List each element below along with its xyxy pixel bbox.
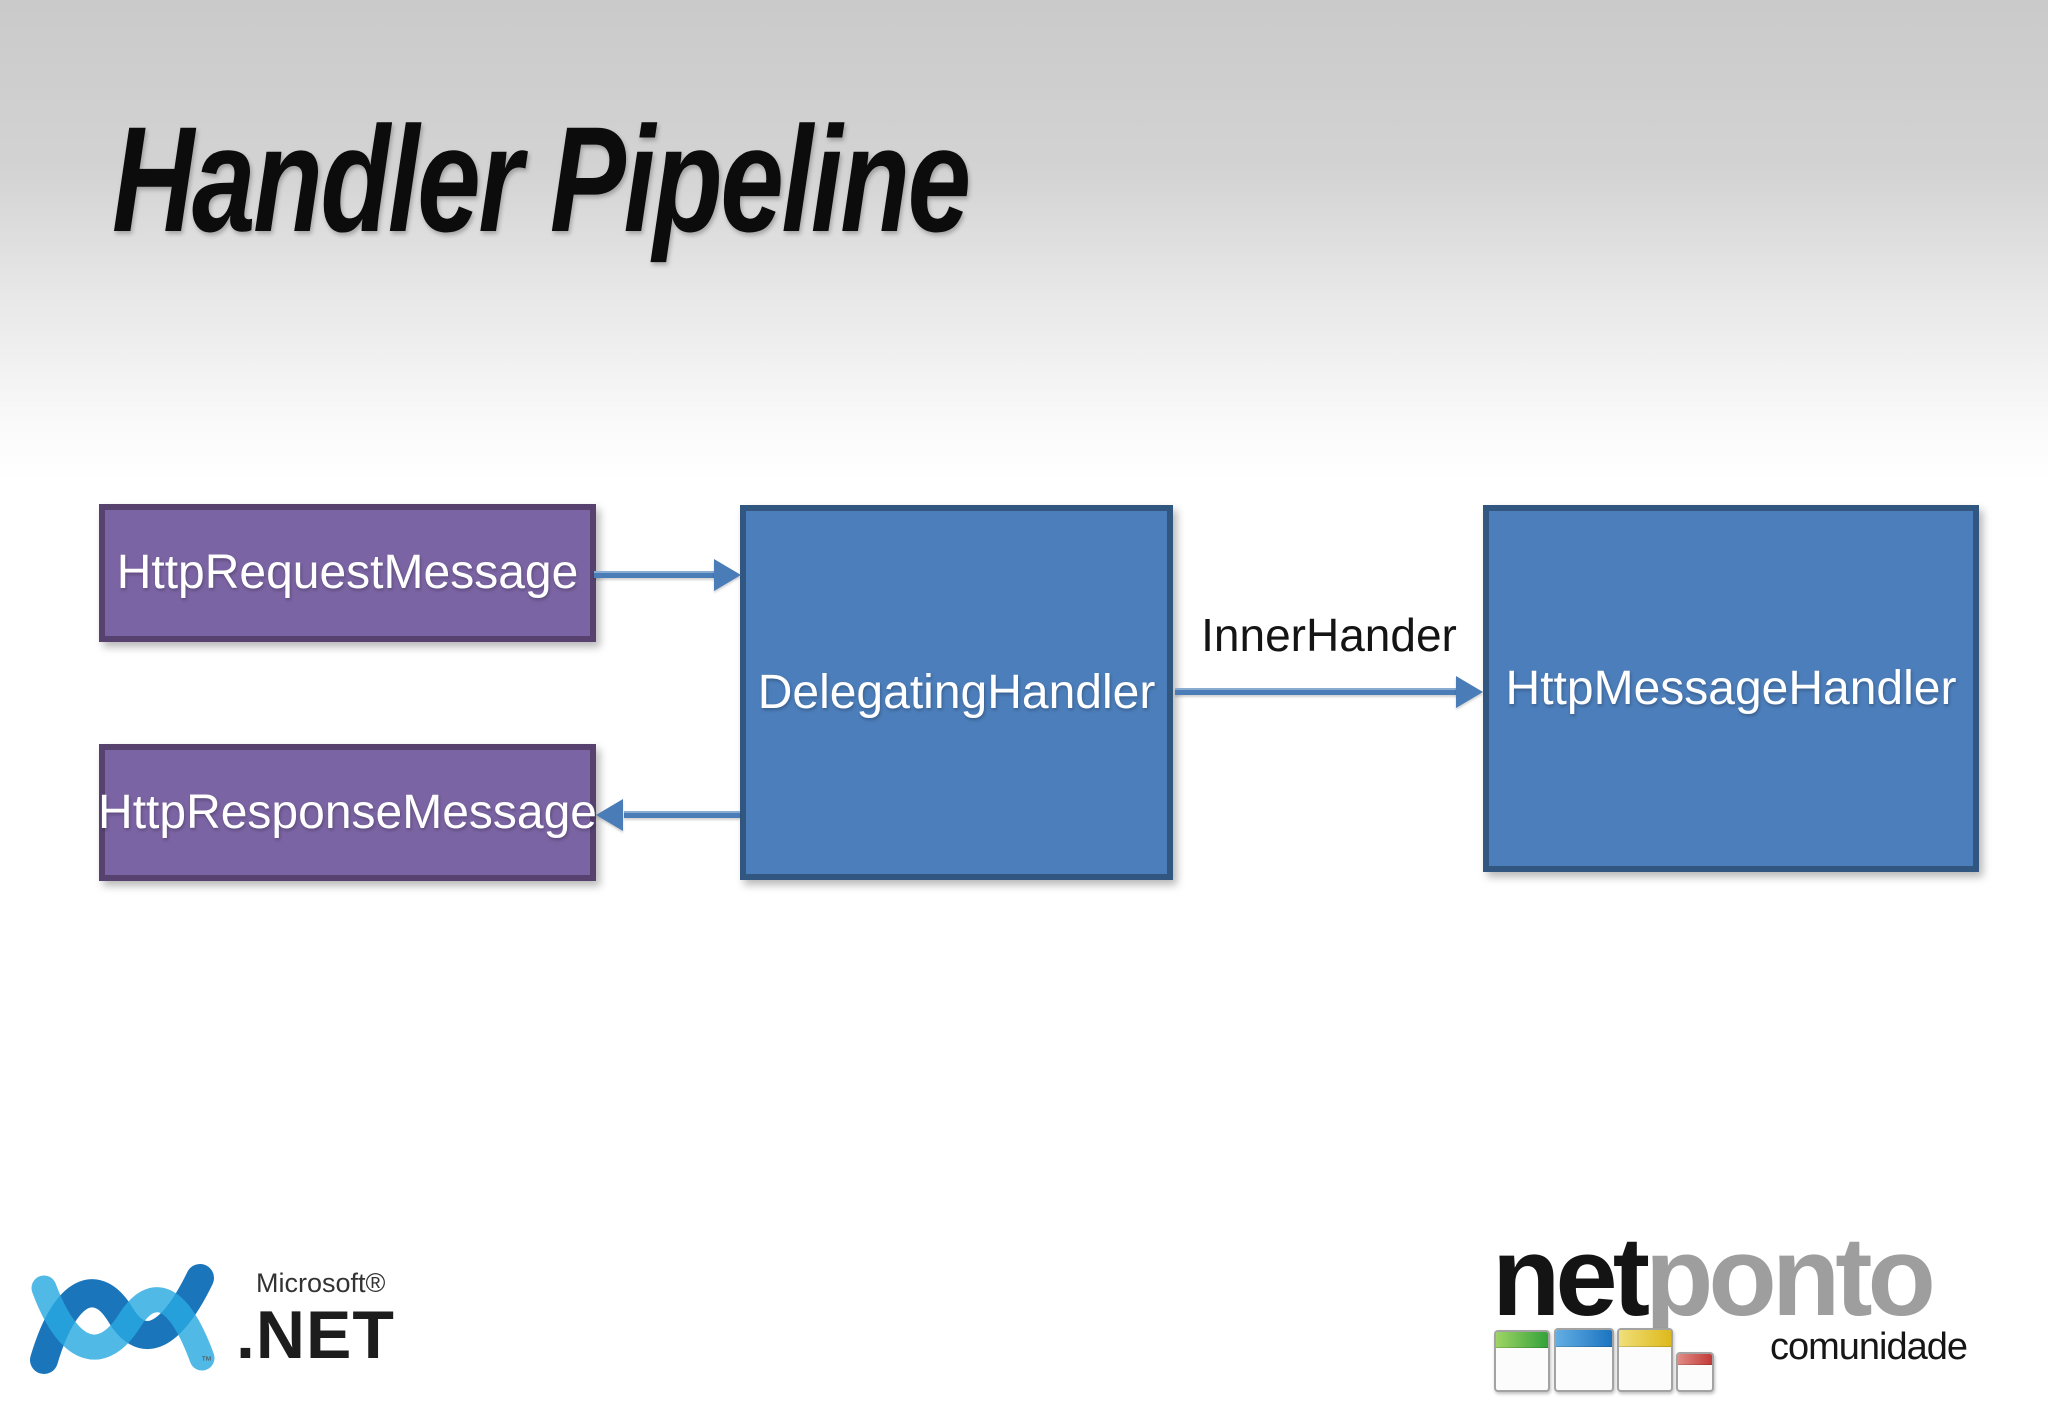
node-http-request-message: HttpRequestMessage (99, 504, 596, 642)
inner-handler-label: InnerHander (1201, 609, 1457, 661)
node-label: DelegatingHandler (757, 665, 1156, 719)
dotnet-wordmark: .NET (236, 1297, 395, 1373)
node-delegating-handler: DelegatingHandler (740, 505, 1173, 880)
response-arrow-line (624, 811, 740, 818)
node-http-message-handler: HttpMessageHandler (1483, 505, 1979, 872)
netponto-word-net: net (1492, 1214, 1650, 1339)
node-label: HttpMessageHandler (1505, 661, 1957, 715)
request-arrow-line (594, 571, 716, 578)
node-http-response-message: HttpResponseMessage (98, 744, 597, 881)
request-arrow-head-icon (714, 559, 741, 591)
window-icon-red (1676, 1352, 1714, 1392)
window-titlebar (1556, 1330, 1612, 1347)
window-titlebar (1619, 1330, 1671, 1347)
dotnet-swoosh-icon (30, 1264, 215, 1374)
slide-title: Handler Pipeline (112, 95, 971, 263)
node-label: HttpResponseMessage (98, 785, 597, 839)
node-label: HttpRequestMessage (116, 546, 579, 599)
window-icon-blue (1554, 1328, 1614, 1392)
netponto-wordmark: netponto (1492, 1221, 1936, 1333)
netponto-word-ponto: ponto (1645, 1214, 1936, 1339)
window-titlebar (1678, 1354, 1712, 1365)
trademark-symbol: ™ (201, 1355, 212, 1367)
inner-handler-arrow-head-icon (1456, 676, 1483, 708)
window-icon-green (1494, 1330, 1550, 1392)
microsoft-brand-text: Microsoft® (256, 1268, 386, 1298)
inner-handler-arrow-line (1175, 688, 1457, 695)
window-icon-yellow (1617, 1328, 1673, 1392)
window-titlebar (1496, 1332, 1548, 1348)
netponto-tagline: comunidade (1770, 1326, 1968, 1368)
response-arrow-head-icon (596, 799, 623, 831)
